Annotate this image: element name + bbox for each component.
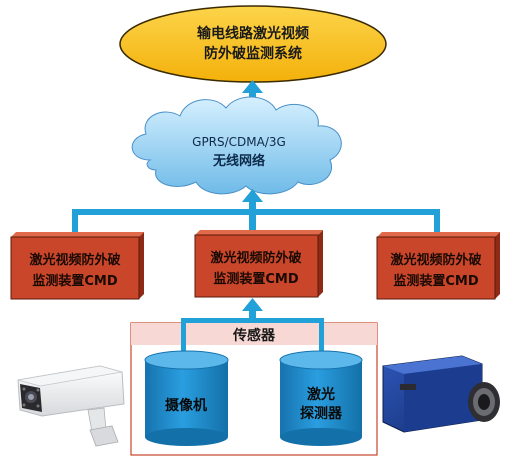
sensor-title: 传感器	[232, 327, 276, 344]
network-line2: 无线网络	[212, 153, 265, 169]
camera-label: 摄像机	[165, 397, 207, 414]
connector-bus-to-cloud	[242, 189, 263, 212]
system-title-line1: 输电线路激光视频	[197, 25, 309, 42]
cylinder-camera: 摄像机	[144, 350, 229, 446]
device-bus	[72, 209, 440, 237]
laser-label-line2: 探测器	[300, 405, 343, 422]
laser-detector-icon	[382, 355, 500, 433]
network-line1: GPRS/CDMA/3G	[192, 135, 286, 149]
device-right-line1: 激光视频防外破	[390, 252, 481, 268]
device-box-left: 激光视频防外破 监测装置CMD	[10, 232, 144, 300]
network-cloud: GPRS/CDMA/3G 无线网络	[131, 96, 342, 195]
device-center-line2: 监测装置CMD	[213, 271, 298, 287]
system-node: 输电线路激光视频 防外破监测系统	[119, 5, 387, 83]
device-left-line1: 激光视频防外破	[29, 252, 120, 268]
device-box-right: 激光视频防外破 监测装置CMD	[376, 232, 500, 300]
laser-label-line1: 激光	[307, 386, 335, 403]
device-right-line2: 监测装置CMD	[393, 273, 478, 289]
connector-sensor-to-device	[242, 298, 263, 323]
device-box-center: 激光视频防外破 监测装置CMD	[194, 230, 323, 298]
device-left-line2: 监测装置CMD	[32, 273, 117, 289]
device-center-line1: 激光视频防外破	[210, 250, 301, 266]
system-title-line2: 防外破监测系统	[204, 45, 302, 62]
cylinder-laser: 激光 探测器	[279, 350, 363, 446]
security-camera-icon	[17, 365, 125, 447]
